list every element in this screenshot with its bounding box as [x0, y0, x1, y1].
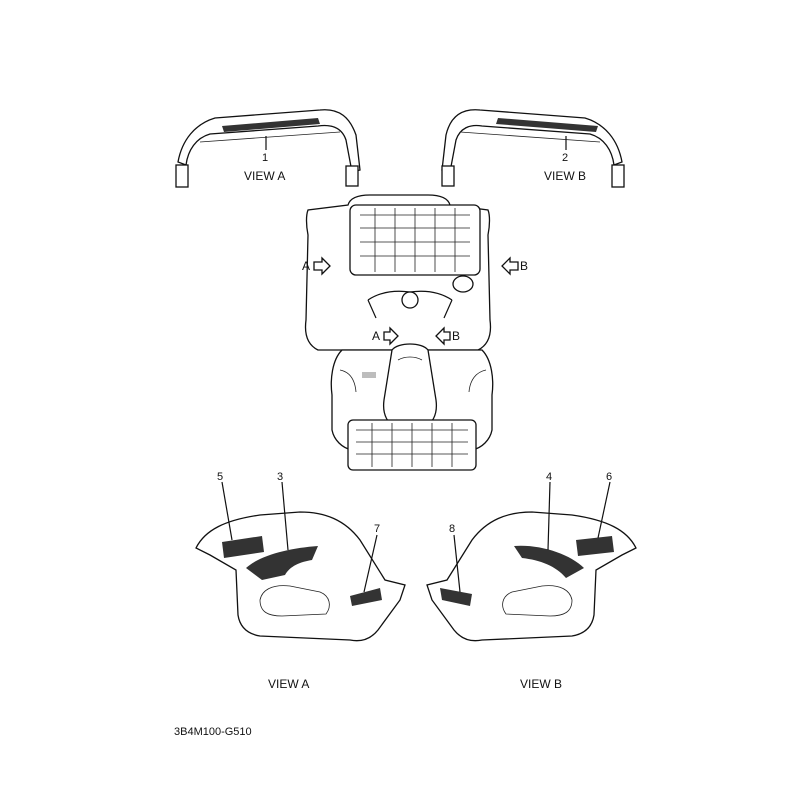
decal-5-yamaha	[222, 536, 264, 558]
callout-3: 3	[277, 471, 283, 483]
view-label-bottom-right: VIEW B	[520, 677, 562, 691]
callout-6: 6	[606, 471, 612, 483]
callout-4: 4	[546, 471, 552, 483]
side-panel-view-a	[195, 481, 406, 642]
decal-6-yamaha	[576, 536, 614, 556]
decal-3-graphic	[246, 546, 318, 580]
arrow-label-a-inner: A	[372, 329, 380, 343]
side-panel-view-b	[426, 481, 637, 642]
arrow-label-b-inner: B	[452, 329, 460, 343]
decal-4-graphic	[514, 545, 584, 578]
arrow-label-b-outer: B	[520, 259, 528, 273]
decal-7-emblem	[350, 588, 382, 606]
arrow-b-outer	[501, 256, 519, 276]
fender-strip-view-a	[175, 109, 361, 188]
decal-8-emblem	[440, 588, 472, 606]
arrow-a-outer	[313, 256, 331, 276]
part-code: 3B4M100-G510	[174, 726, 252, 738]
arrow-label-a-outer: A	[302, 259, 310, 273]
atv-top-view	[304, 194, 494, 471]
decal-stripe-1	[222, 118, 320, 132]
view-label-top-left: VIEW A	[244, 169, 285, 183]
fender-strip-view-b	[441, 109, 625, 188]
callout-8: 8	[449, 523, 455, 535]
arrow-a-inner	[383, 326, 399, 346]
callout-2: 2	[562, 152, 568, 164]
view-label-top-right: VIEW B	[544, 169, 586, 183]
view-label-bottom-left: VIEW A	[268, 677, 309, 691]
callout-1: 1	[262, 152, 268, 164]
callout-7: 7	[374, 523, 380, 535]
decal-stripe-2	[496, 118, 598, 132]
callout-5: 5	[217, 471, 223, 483]
arrow-b-inner	[435, 326, 451, 346]
